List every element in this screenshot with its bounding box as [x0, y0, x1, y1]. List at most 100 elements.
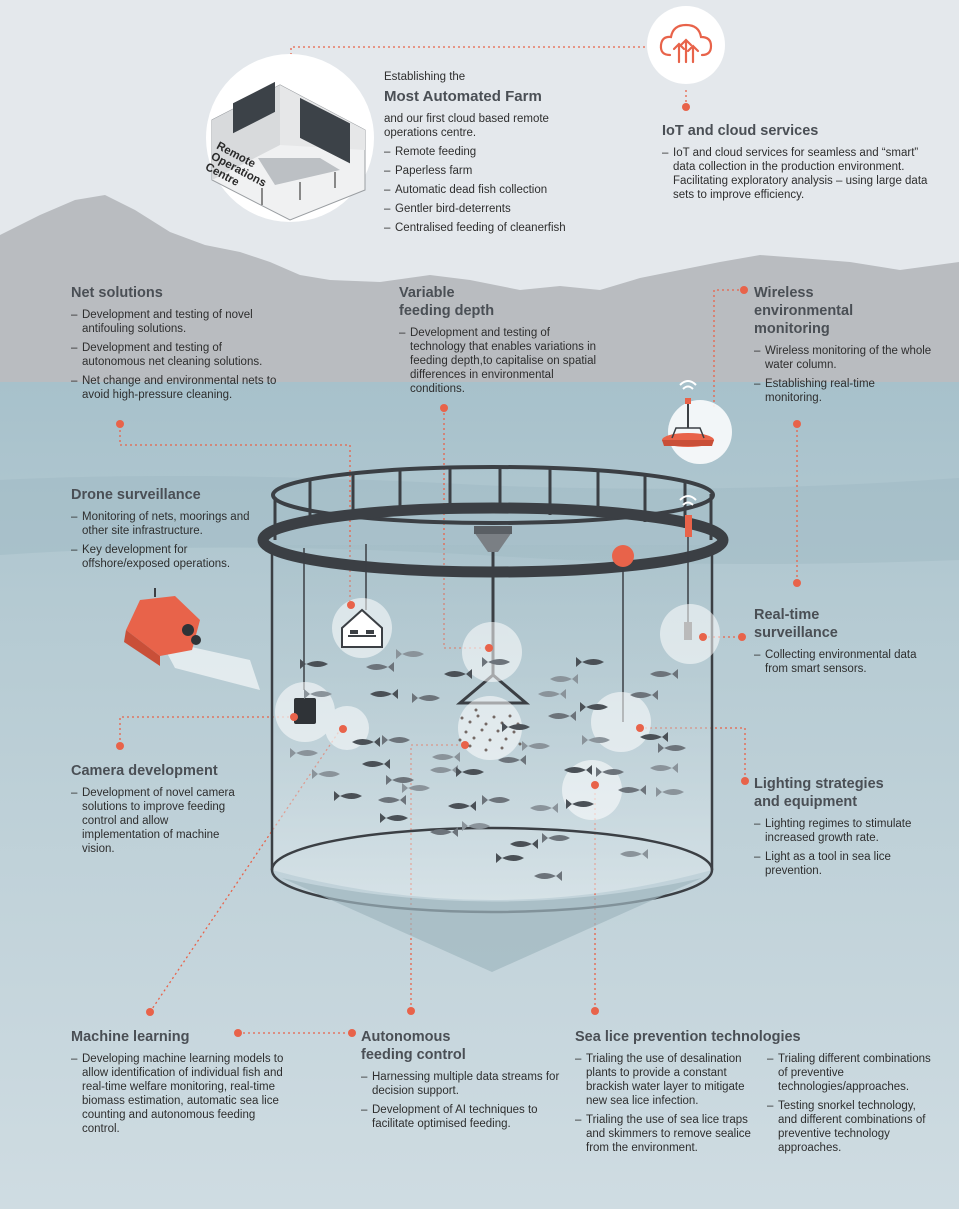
- highlight-circles: [275, 598, 720, 820]
- list-item: Paperless farm: [384, 164, 594, 178]
- fish: [430, 827, 458, 837]
- fish: [522, 741, 550, 751]
- list-item: Remote feeding: [384, 145, 594, 159]
- fish: [300, 659, 328, 669]
- list-item: Automatic dead fish collection: [384, 183, 594, 197]
- variable-feeding-title: Variable feeding depth: [399, 285, 495, 319]
- fish: [430, 765, 458, 775]
- fish: [510, 839, 538, 849]
- fish: [530, 803, 558, 813]
- lighting-title: Lighting strategies and equipment: [754, 776, 884, 810]
- list-item: Net change and environmental nets to avo…: [71, 374, 286, 402]
- fish: [542, 833, 570, 843]
- iot-block: IoT and cloud services IoT and cloud ser…: [662, 122, 932, 207]
- net-solutions-block: Net solutions Development and testing of…: [71, 284, 286, 407]
- list-item: Development and testing of autonomous ne…: [71, 341, 286, 369]
- fish: [618, 785, 646, 795]
- list-item: Light as a tool in sea lice prevention.: [754, 850, 934, 878]
- fish: [304, 689, 332, 699]
- automated-farm-list: Remote feeding Paperless farm Automatic …: [384, 145, 594, 235]
- list-item: Establishing real-time monitoring.: [754, 377, 934, 405]
- fish: [462, 821, 490, 831]
- list-item: Gentler bird-deterrents: [384, 202, 594, 216]
- sea-lice-title: Sea lice prevention technologies: [575, 1029, 801, 1045]
- fish: [370, 689, 398, 699]
- camera-block: Camera development Development of novel …: [71, 762, 246, 861]
- wireless-buoy: [662, 380, 714, 447]
- list-item: Development of novel camera solutions to…: [71, 786, 246, 856]
- fish: [534, 871, 562, 881]
- list-item: Wireless monitoring of the whole water c…: [754, 344, 934, 372]
- automated-farm-intro: Establishing the: [384, 71, 466, 83]
- autonomous-feeding-title: Autonomous feeding control: [361, 1029, 466, 1063]
- machine-learning-title: Machine learning: [71, 1029, 190, 1045]
- list-item: Key development for offshore/exposed ope…: [71, 543, 251, 571]
- fish: [396, 649, 424, 659]
- fish: [378, 795, 406, 805]
- fish: [620, 849, 648, 859]
- buoy-circle: [668, 400, 732, 464]
- fish: [444, 669, 472, 679]
- fish: [362, 759, 390, 769]
- connector-dots: [116, 57, 801, 1037]
- wireless-block: Wireless environmental monitoring Wirele…: [754, 284, 934, 410]
- net-solutions-title: Net solutions: [71, 285, 163, 301]
- fish: [576, 657, 604, 667]
- wireless-title: Wireless environmental monitoring: [754, 285, 854, 337]
- underwater-camera: [290, 698, 316, 724]
- fish: [582, 735, 610, 745]
- list-item: Development of AI techniques to facilita…: [361, 1103, 561, 1131]
- automated-farm-title: Most Automated Farm: [384, 88, 542, 105]
- list-item: Harnessing multiple data streams for dec…: [361, 1070, 561, 1098]
- list-item: Trialing the use of sea lice traps and s…: [575, 1113, 755, 1155]
- fish: [482, 657, 510, 667]
- list-item: Monitoring of nets, moorings and other s…: [71, 510, 251, 538]
- fish: [630, 690, 658, 700]
- fish: [658, 743, 686, 753]
- variable-feeding-block: Variable feeding depth Development and t…: [399, 284, 599, 401]
- fish: [412, 693, 440, 703]
- list-item: Development and testing of technology th…: [399, 326, 599, 396]
- fish: [290, 748, 318, 758]
- autonomous-feeding-block: Autonomous feeding control Harnessing mu…: [361, 1028, 561, 1136]
- list-item: Trialing the use of desalination plants …: [575, 1052, 755, 1108]
- drone-rov: [124, 588, 260, 690]
- fish: [596, 767, 624, 777]
- fish: [538, 689, 566, 699]
- fish: [456, 767, 484, 777]
- cloud-upload-icon: [659, 23, 713, 64]
- fish: [548, 711, 576, 721]
- sea-lice-block: Sea lice prevention technologies Trialin…: [575, 1028, 945, 1160]
- fish: [334, 791, 362, 801]
- realtime-title: Real-time surveillance: [754, 607, 838, 641]
- fish: [366, 662, 394, 672]
- fish: [566, 799, 594, 809]
- fish: [564, 765, 592, 775]
- drone-block: Drone surveillance Monitoring of nets, m…: [71, 486, 251, 576]
- fish: [482, 795, 510, 805]
- fish: [496, 853, 524, 863]
- automated-farm-desc: and our first cloud based remote operati…: [384, 113, 549, 139]
- roc-room: [211, 81, 366, 221]
- fish: [498, 755, 526, 765]
- list-item: Development and testing of novel antifou…: [71, 308, 286, 336]
- fish: [502, 722, 530, 732]
- fish: [656, 787, 684, 797]
- fish: [312, 769, 340, 779]
- fish: [650, 669, 678, 679]
- fish: [386, 775, 414, 785]
- fish: [352, 737, 380, 747]
- net-cleaner-device: [341, 601, 383, 648]
- fish: [580, 702, 608, 712]
- camera-title: Camera development: [71, 763, 218, 779]
- machine-learning-block: Machine learning Developing machine lear…: [71, 1028, 291, 1141]
- fish: [640, 732, 668, 742]
- list-item: Testing snorkel technology, and differen…: [767, 1099, 932, 1155]
- fish: [402, 783, 430, 793]
- fish-school: [290, 649, 686, 881]
- list-item: IoT and cloud services for seamless and …: [662, 146, 932, 202]
- lighting-block: Lighting strategies and equipment Lighti…: [754, 775, 934, 883]
- list-item: Centralised feeding of cleanerfish: [384, 221, 594, 235]
- fish: [550, 674, 578, 684]
- list-item: Developing machine learning models to al…: [71, 1052, 291, 1136]
